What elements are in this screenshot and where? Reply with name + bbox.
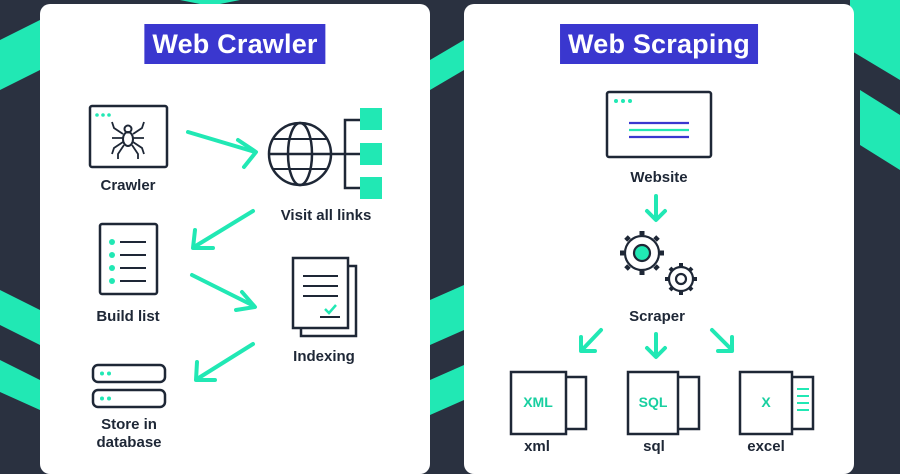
database-icon	[91, 363, 167, 409]
stripe	[0, 20, 40, 90]
excel-file-icon	[738, 370, 815, 436]
arrow-scraper-to-xml	[579, 328, 603, 353]
stripe	[850, 0, 900, 80]
build-list-label: Build list	[96, 308, 160, 325]
crawler-label: Crawler	[100, 177, 156, 194]
arrow-indexing-to-database	[194, 342, 255, 382]
excel-doc-text: X	[761, 394, 771, 410]
excel-label: excel	[747, 438, 785, 455]
arrow-crawler-to-globe	[186, 130, 258, 169]
web-scraping-title: Web Scraping	[560, 24, 758, 64]
background-stripes	[0, 0, 900, 415]
arrow-globe-to-list	[191, 209, 255, 250]
globe-icon	[267, 108, 382, 199]
web-scraping-diagram	[509, 90, 815, 436]
arrow-scraper-to-sql	[645, 332, 667, 359]
xml-doc-text: XML	[523, 394, 553, 410]
stripe	[430, 285, 464, 345]
stripe	[430, 365, 464, 415]
gears-icon	[620, 231, 697, 295]
spider-icon	[88, 104, 169, 169]
stripe	[180, 0, 240, 4]
xml-file-icon	[509, 370, 588, 436]
visit-links-label: Visit all links	[280, 207, 372, 224]
stripe	[0, 360, 40, 410]
web-crawler-title: Web Crawler	[144, 24, 326, 64]
document-check-icon	[291, 256, 358, 338]
sql-file-icon	[626, 370, 701, 436]
sql-doc-text: SQL	[638, 394, 668, 410]
arrow-list-to-indexing	[190, 273, 257, 312]
arrow-scraper-to-excel	[710, 328, 734, 353]
stripe	[860, 90, 900, 170]
browser-window-icon	[605, 90, 713, 159]
stripe	[430, 40, 464, 90]
sql-label: sql	[643, 438, 665, 455]
indexing-label: Indexing	[293, 348, 355, 365]
web-crawler-panel: Web Crawler Crawler Visit all links Buil…	[40, 4, 430, 474]
scraper-label: Scraper	[629, 308, 685, 325]
web-crawler-diagram	[88, 104, 382, 409]
arrow-website-to-scraper	[645, 194, 667, 222]
list-icon	[98, 222, 159, 296]
web-scraping-panel: Web Scraping Website Scraper XML SQL X x…	[464, 4, 854, 474]
stripe	[0, 290, 40, 345]
website-label: Website	[630, 169, 688, 186]
xml-label: xml	[524, 438, 550, 455]
store-label: Store in database	[96, 416, 162, 451]
